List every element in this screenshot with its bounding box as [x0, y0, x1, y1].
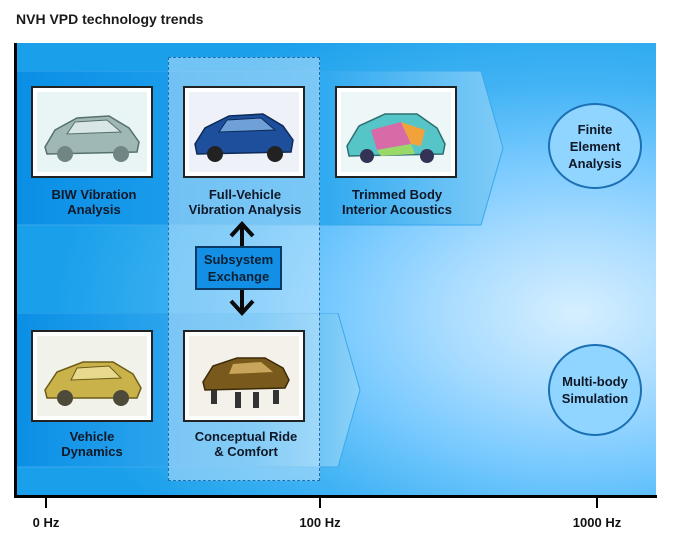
- subsystem-exchange-box: Subsystem Exchange: [195, 246, 282, 290]
- full-vehicle-vibration-label: Full-Vehicle Vibration Analysis: [188, 187, 302, 217]
- biw-car-body-icon: [31, 86, 153, 178]
- multibody-simulation-circle: Multi-body Simulation: [548, 344, 642, 436]
- finite-element-analysis-circle: Finite Element Analysis: [548, 103, 642, 189]
- trimmed-body-icon: [335, 86, 457, 178]
- tick-0hz: [45, 496, 47, 508]
- page-title: NVH VPD technology trends: [16, 11, 204, 27]
- biw-vibration-label: BIW Vibration Analysis: [51, 187, 137, 217]
- tick-label-100hz: 100 Hz: [299, 515, 341, 530]
- exchange-down-arrow: [228, 289, 256, 322]
- tick-label-1000hz: 1000 Hz: [572, 515, 622, 530]
- tick-1000hz: [596, 496, 598, 508]
- exchange-up-arrow: [228, 220, 256, 253]
- vehicle-dynamics-label: Vehicle Dynamics: [61, 429, 123, 459]
- tick-label-0hz: 0 Hz: [32, 515, 60, 530]
- vehicle-dynamics-car-icon: [31, 330, 153, 422]
- trimmed-body-acoustics-label: Trimmed Body Interior Acoustics: [341, 187, 453, 217]
- y-axis-line: [14, 43, 17, 498]
- full-vehicle-car-icon: [183, 86, 305, 178]
- conceptual-ride-label: Conceptual Ride & Comfort: [194, 429, 298, 459]
- x-axis-line: [14, 495, 657, 498]
- tick-100hz: [319, 496, 321, 508]
- conceptual-ride-car-icon: [183, 330, 305, 422]
